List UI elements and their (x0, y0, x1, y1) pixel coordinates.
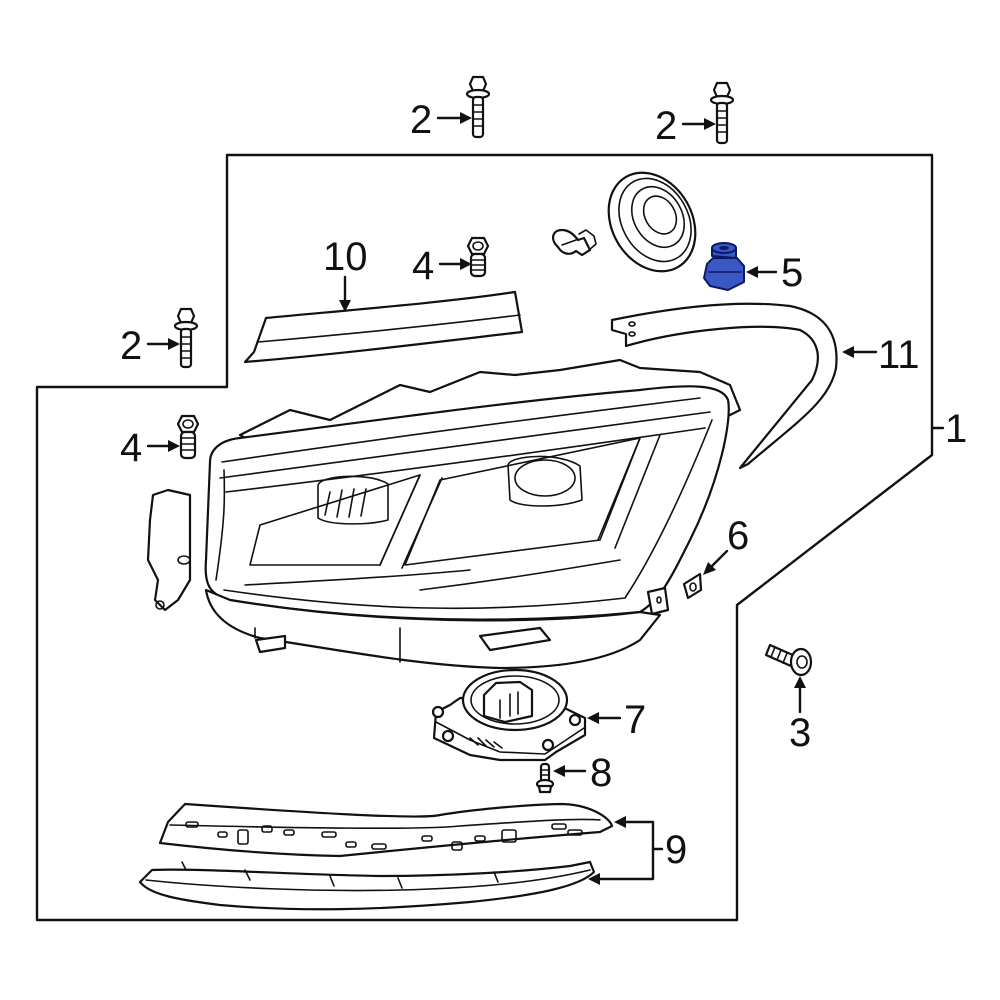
callout-5[interactable]: 5 (781, 251, 803, 295)
screw-3[interactable] (764, 643, 813, 677)
callout-1[interactable]: 1 (945, 407, 967, 451)
connector-5-highlighted[interactable] (703, 242, 745, 291)
callout-8[interactable]: 8 (590, 751, 612, 795)
bolt-left[interactable] (173, 307, 199, 369)
clip-6[interactable] (682, 572, 703, 600)
callout-6[interactable]: 6 (727, 514, 749, 558)
callout-2-top-center[interactable]: 2 (410, 98, 432, 142)
arrowhead (842, 346, 854, 358)
arrowhead (703, 562, 716, 575)
callout-4-left[interactable]: 4 (120, 426, 142, 470)
screw-8[interactable] (535, 762, 555, 794)
callout-10[interactable]: 10 (323, 235, 368, 279)
screw-4-top[interactable] (466, 236, 490, 278)
callout-4-top[interactable]: 4 (412, 244, 434, 288)
dust-cap[interactable] (591, 157, 712, 287)
arrowhead (587, 712, 599, 724)
arrowhead (339, 300, 351, 312)
trim-strip-lower[interactable] (138, 860, 596, 911)
callout-2-top-right[interactable]: 2 (655, 104, 677, 148)
callout-7[interactable]: 7 (624, 698, 646, 742)
screw-4-left[interactable] (176, 414, 200, 460)
headlamp-housing[interactable] (146, 358, 742, 670)
assembly-boundary (35, 153, 934, 922)
bracket-11[interactable] (610, 302, 838, 470)
callout-11[interactable]: 11 (878, 333, 920, 377)
bulb[interactable] (552, 228, 597, 257)
control-module-7[interactable] (431, 668, 587, 762)
arrowhead (704, 118, 716, 130)
arrowhead (553, 765, 565, 777)
arrowhead (614, 816, 626, 828)
callout-3[interactable]: 3 (789, 711, 811, 755)
callout-9[interactable]: 9 (665, 828, 687, 872)
arrowhead (746, 266, 758, 278)
callout-9-leader (596, 820, 655, 881)
upper-trim-10[interactable] (243, 290, 524, 364)
arrowhead (460, 112, 472, 124)
bolt-top-right[interactable] (709, 81, 735, 145)
arrowhead (794, 676, 806, 688)
callout-2-left[interactable]: 2 (120, 324, 142, 368)
arrowhead (588, 873, 600, 885)
callout-6-leader (709, 549, 729, 569)
bolt-top-center[interactable] (465, 75, 491, 139)
arrowhead (460, 258, 472, 270)
arrowhead (168, 440, 180, 452)
arrowhead (168, 338, 180, 350)
trim-strip-upper[interactable] (158, 802, 614, 858)
